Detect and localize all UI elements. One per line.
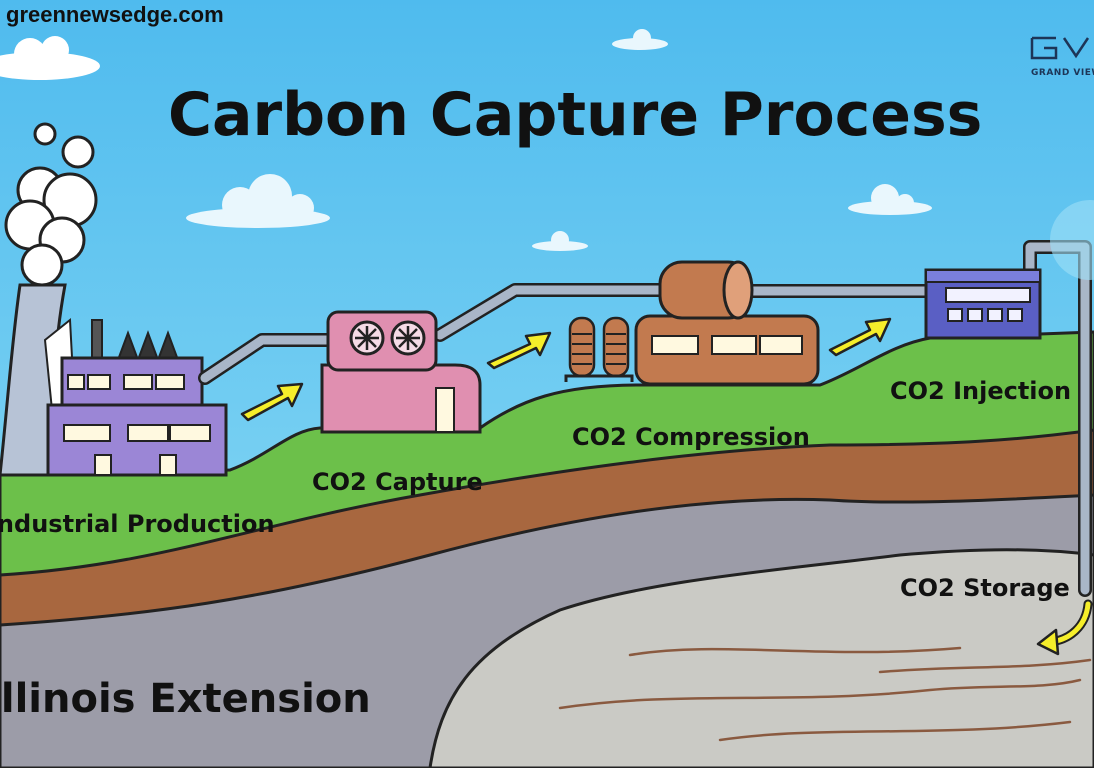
stage-label-co2-capture: CO2 Capture — [312, 468, 483, 496]
compression-tanks — [564, 316, 634, 382]
grand-view-logo-icon — [1030, 36, 1090, 60]
flow-arrow — [240, 382, 304, 422]
grass-layer — [0, 330, 1094, 577]
site-url: greennewsedge.com — [6, 2, 224, 27]
co2-injection-unit — [924, 268, 1042, 340]
co2-compressor — [634, 260, 820, 386]
factory-building — [46, 319, 228, 477]
cloud — [612, 29, 668, 50]
smoke-plume — [4, 122, 98, 287]
cloud — [848, 184, 932, 215]
footer-credit: Illinois Extension — [0, 676, 371, 722]
stage-label-industrial-production: Industrial Production — [0, 510, 275, 538]
flow-arrow — [828, 317, 892, 357]
stage-label-co2-storage: CO2 Storage — [900, 574, 1070, 602]
sky-highlight — [1050, 200, 1094, 280]
cloud — [186, 174, 330, 228]
stage-label-co2-compression: CO2 Compression — [572, 423, 810, 451]
strata-lines — [558, 646, 1092, 742]
pipe-network — [198, 240, 1092, 597]
stage-label-co2-injection: CO2 Injection — [890, 377, 1072, 405]
cloud — [532, 231, 588, 251]
injection-arrow — [1036, 599, 1093, 656]
co2-capture-unit — [320, 310, 482, 434]
diagram-title: Carbon Capture Process — [168, 80, 983, 150]
cloud — [0, 36, 100, 80]
brand-name: GRAND VIEW — [1031, 68, 1094, 78]
storage-reservoir — [428, 548, 1094, 768]
flow-arrow — [486, 331, 552, 370]
